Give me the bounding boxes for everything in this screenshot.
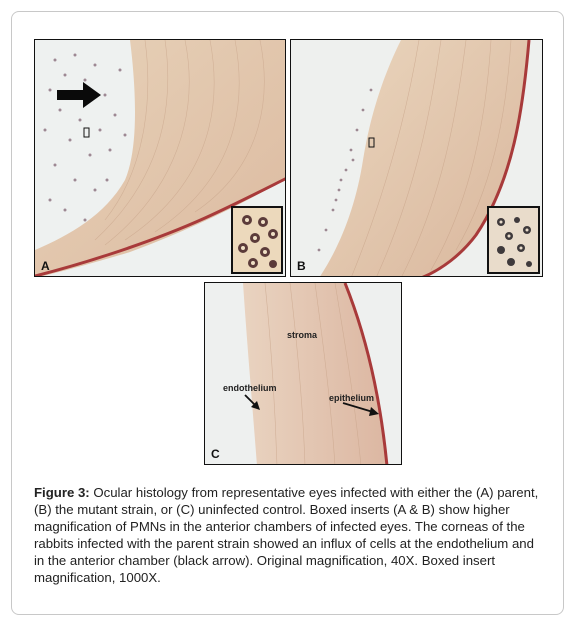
panel-a-micrograph: A <box>34 39 286 277</box>
endothelium-annotation: endothelium <box>223 383 277 393</box>
inset-marker-box <box>83 127 90 138</box>
caption-label: Figure 3: <box>34 485 90 500</box>
panel-a-inset <box>231 206 283 274</box>
caption-text: Ocular histology from representative eye… <box>34 485 539 585</box>
panel-b-inset <box>487 206 540 274</box>
panel-c-label: C <box>211 447 220 461</box>
panel-b-label: B <box>297 259 306 273</box>
figure-caption: Figure 3: Ocular histology from represen… <box>34 484 546 586</box>
panel-c-tissue-image <box>205 283 401 464</box>
epithelium-annotation: epithelium <box>329 393 375 403</box>
panel-a-label: A <box>41 259 50 273</box>
panel-c-micrograph: stroma endothelium epithelium C <box>204 282 402 465</box>
panel-b-micrograph: B <box>290 39 543 277</box>
inset-marker-box <box>368 137 375 148</box>
black-arrow-icon <box>57 82 101 108</box>
pmn-cells-image <box>233 208 281 272</box>
panel-a-tissue-image <box>35 40 285 276</box>
pmn-cells-image <box>489 208 538 272</box>
panel-b-tissue-image <box>291 40 542 276</box>
stroma-annotation: stroma <box>287 330 318 340</box>
epithelium-arrow-icon <box>342 402 374 413</box>
